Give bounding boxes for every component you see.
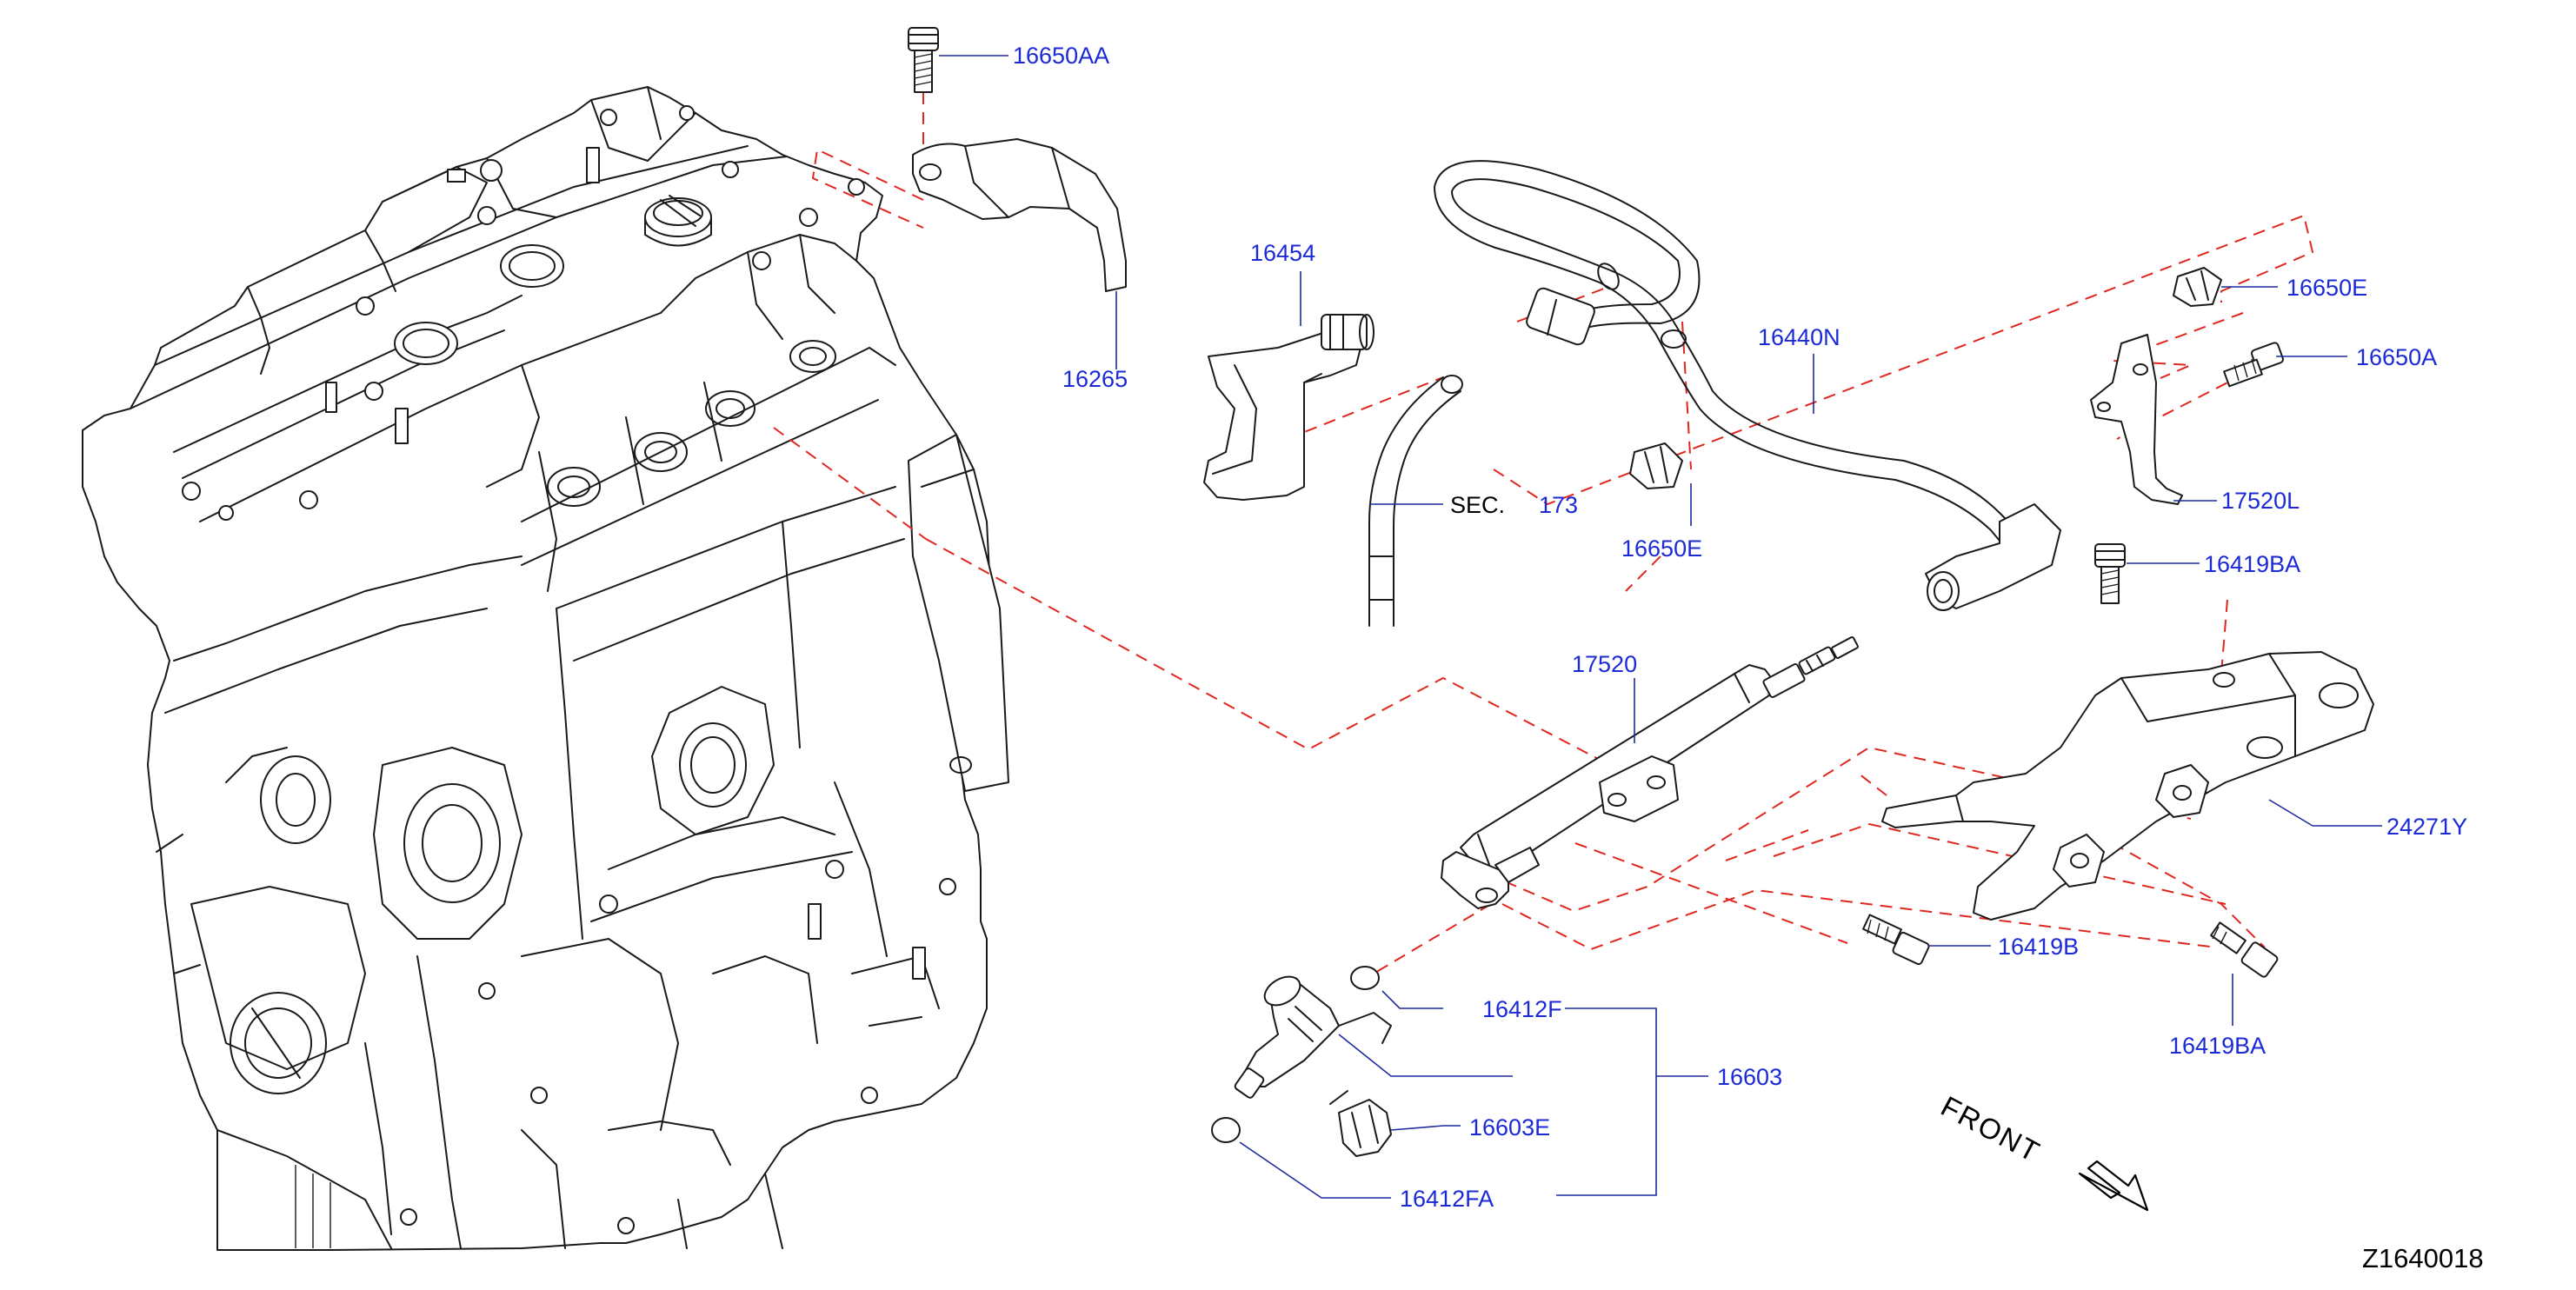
label-sec-prefix: SEC. [1450,492,1505,518]
clip-16650E-middle [1629,442,1683,489]
hose-sec-173 [1368,375,1463,627]
label-16650AA: 16650AA [1013,43,1109,69]
bolt-16650AA [908,27,939,93]
leader-lines [939,55,2382,1199]
label-16412FA: 16412FA [1400,1186,1494,1212]
label-17520: 17520 [1572,651,1637,677]
injector-clip-16603E [1329,1090,1392,1157]
front-arrow-icon [2078,1160,2149,1212]
diagram-code: Z1640018 [2362,1243,2484,1273]
part-labels: 16650AA 16265 16454 SEC. 173 16440N 1665… [1013,43,2467,1212]
label-16419B: 16419B [1998,934,2079,960]
label-16412F: 16412F [1482,996,1562,1022]
purge-valve-16454 [1203,314,1375,501]
fuel-injector-16603 [1234,975,1392,1099]
harness-protector-24271Y [1881,651,2374,921]
bolt-16650A [2223,342,2285,388]
front-label: FRONT [1936,1090,2047,1169]
fuel-hose-16440N [1434,160,2061,611]
label-16454: 16454 [1250,240,1315,266]
fuel-rail-17520 [1441,635,1859,909]
bolt-16419BA-upper [2094,543,2126,604]
label-16265: 16265 [1062,366,1128,392]
label-16440N: 16440N [1758,324,1840,350]
label-16419BA-lower: 16419BA [2169,1033,2266,1059]
label-16419BA-upper: 16419BA [2204,551,2300,577]
label-16650E-middle: 16650E [1621,535,1702,562]
o-ring-16412FA [1211,1117,1241,1143]
o-ring-16412F [1350,966,1380,990]
clip-16650E-upper [2173,267,2222,307]
label-16650A: 16650A [2356,344,2437,370]
label-17520L: 17520L [2221,488,2300,514]
label-16603E: 16603E [1469,1114,1550,1140]
front-indicator: FRONT [1936,1090,2149,1212]
label-16650E-upper: 16650E [2286,275,2367,301]
bolt-16419BA-lower [2210,921,2279,978]
label-24271Y: 24271Y [2386,814,2467,840]
bracket-16265 [912,138,1127,292]
bracket-17520L [2090,334,2183,505]
label-sec-173: 173 [1539,492,1578,518]
engine-assembly-illustration [82,86,1009,1251]
label-16603: 16603 [1717,1064,1782,1090]
bolt-16419B [1862,914,1930,966]
